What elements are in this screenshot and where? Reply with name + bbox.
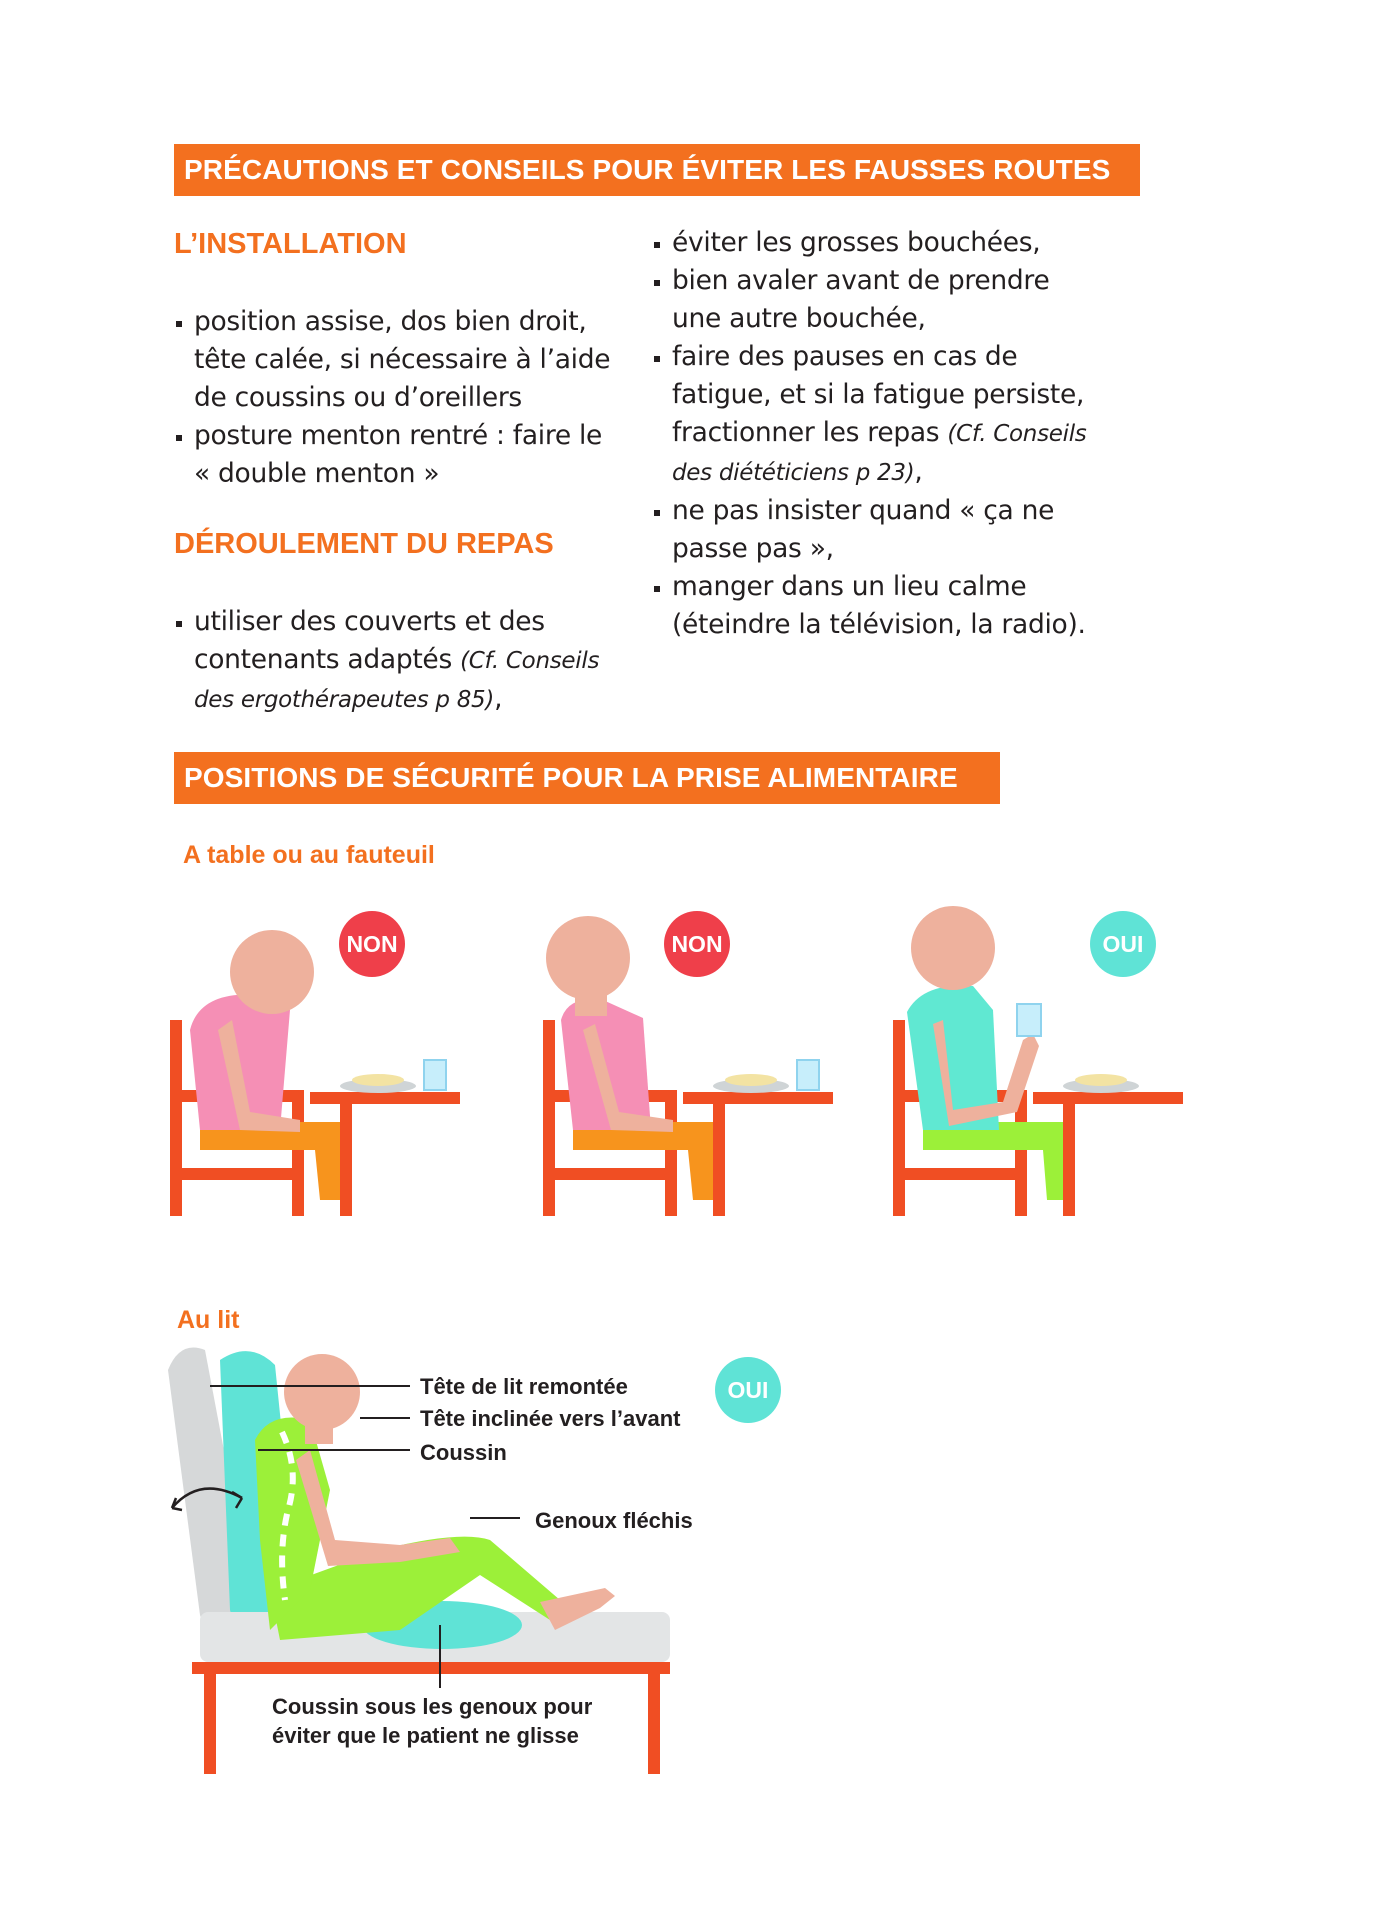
section-banner-precautions: PRÉCAUTIONS ET CONSEILS POUR ÉVITER LES … xyxy=(174,144,1140,196)
illustration-bed-position xyxy=(168,1347,670,1774)
list-item: utiliser des couverts et des contenants … xyxy=(174,603,644,719)
non-badge-2: NON xyxy=(664,911,730,977)
repas-heading: DÉROULEMENT DU REPAS xyxy=(174,528,554,560)
list-item: posture menton rentré : faire le « doubl… xyxy=(174,417,634,493)
callout-knees: Genoux fléchis xyxy=(535,1508,693,1533)
illustration-head-back xyxy=(543,916,833,1216)
bed-subheading: Au lit xyxy=(177,1306,240,1334)
list-item: ne pas insister quand « ça ne passe pas … xyxy=(652,492,1122,568)
oui-badge-bed: OUI xyxy=(715,1357,781,1423)
repas-list: utiliser des couverts et des contenants … xyxy=(174,603,644,719)
meal-tips-list: éviter les grosses bouchées, bien avaler… xyxy=(652,224,1122,644)
illustration-correct-posture xyxy=(893,906,1183,1216)
callout-head: Tête inclinée vers l’avant xyxy=(420,1406,681,1431)
list-item: manger dans un lieu calme (éteindre la t… xyxy=(652,568,1122,644)
non-badge-1: NON xyxy=(339,911,405,977)
illustration-leaning-forward xyxy=(170,930,460,1216)
callout-cushion: Coussin xyxy=(420,1440,507,1465)
oui-badge-1: OUI xyxy=(1090,911,1156,977)
list-item: faire des pauses en cas de fatigue, et s… xyxy=(652,338,1122,492)
callout-headboard: Tête de lit remontée xyxy=(420,1374,628,1399)
list-item: éviter les grosses bouchées, xyxy=(652,224,1122,262)
section-banner-positions: POSITIONS DE SÉCURITÉ POUR LA PRISE ALIM… xyxy=(174,752,1000,804)
installation-heading: L’INSTALLATION xyxy=(174,228,407,260)
installation-list: position assise, dos bien droit, tête ca… xyxy=(174,303,634,493)
callout-knee-cushion: Coussin sous les genoux pour éviter que … xyxy=(272,1694,593,1748)
table-subheading: A table ou au fauteuil xyxy=(183,841,435,869)
list-item: position assise, dos bien droit, tête ca… xyxy=(174,303,634,417)
list-item: bien avaler avant de prendre une autre b… xyxy=(652,262,1122,338)
